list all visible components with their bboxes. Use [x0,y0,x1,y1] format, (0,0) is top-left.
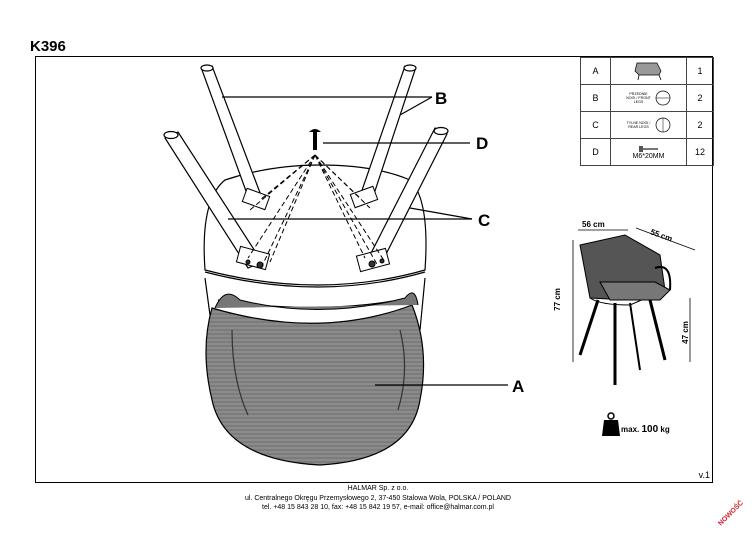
backrest-part-a [205,292,425,466]
part-illustration: PRZEDNIE NOGI / FRONT LEGS [610,84,687,112]
part-illustration: M6*20MM [610,138,687,166]
company-contact: tel. +48 15 843 28 10, fax: +48 15 842 1… [262,504,494,511]
leg-icon [655,90,670,106]
max-load-label: max. 100 kg [621,424,670,435]
weight-icon [602,412,620,436]
parts-table: A 1 B PRZEDNIE NOGI / FRONT LEGS 2 C TYL… [580,57,714,166]
bolt-guide-lines [247,154,386,267]
part-desc: TYLNE NOGI / REAR LEGS [626,121,651,129]
max-load-value: 100 [641,424,659,435]
bolt-icon [638,145,658,152]
callout-c: C [478,211,491,230]
chair-thumb-icon [634,62,661,81]
model-title: K396 [30,38,66,55]
bolt-part-d [309,129,321,150]
callout-b: B [435,89,448,108]
company-address: ul. Centralnego Okręgu Przemysłowego 2, … [244,494,511,502]
version-label: v.1 [698,470,710,480]
callout-d: D [476,134,489,153]
leg-icon [655,117,670,133]
part-id: D [580,138,611,166]
assembly-frame: v.1 [35,56,713,483]
seat-height-dimension: 47 cm [680,321,690,344]
chair-side-view [578,234,672,385]
width-dimension: 56 cm [582,220,605,229]
callout-a: A [512,377,525,396]
height-dimension: 77 cm [552,288,562,311]
table-row: D M6*20MM 12 [580,138,714,166]
part-qty: 1 [686,57,714,85]
part-qty: 12 [686,138,714,166]
leg-brackets [235,185,391,273]
part-desc: M6*20MM [632,152,665,160]
part-qty: 2 [686,84,714,112]
company-footer: HALMAR Sp. z o.o. ul. Centralnego Okręgu… [0,484,756,513]
callout-leaders [222,96,508,386]
company-name: HALMAR Sp. z o.o. [347,485,409,492]
part-desc: PRZEDNIE NOGI / FRONT LEGS [626,92,651,104]
table-row: B PRZEDNIE NOGI / FRONT LEGS 2 [580,84,714,112]
